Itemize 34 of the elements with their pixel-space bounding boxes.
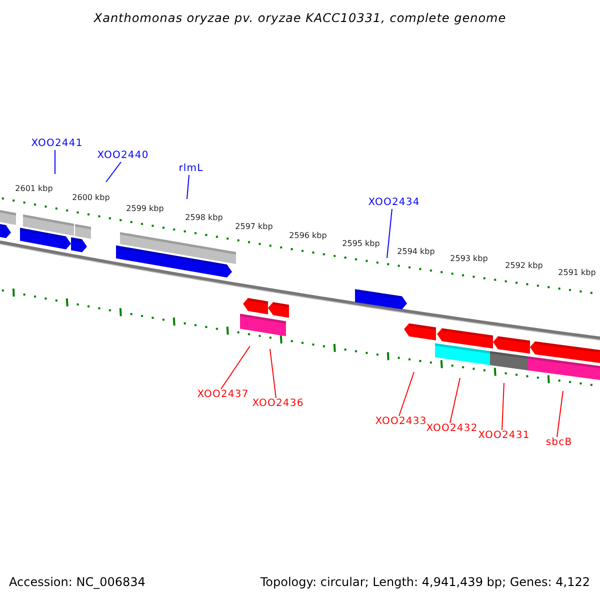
leader-line [502,382,504,430]
leader-line [386,208,392,258]
gene-label: sbcB [546,438,572,448]
scale-label: 2598 kbp [185,214,223,222]
leader-line [450,378,460,424]
scale-label: 2594 kbp [397,248,435,256]
gene-label: rlmL [178,164,204,174]
leader-line [556,390,564,438]
gene-label: XOO2441 [31,139,83,149]
gene-label: XOO2431 [478,431,530,441]
gene-label: XOO2436 [252,399,304,409]
scale-label: 2597 kbp [235,223,273,231]
scale-label: 2601 kbp [15,185,53,193]
leader-line [186,174,190,200]
footer-text: Accession: NC_006834 [9,576,146,588]
gene-label: XOO2434 [368,198,420,208]
leader-line [106,162,122,182]
scale-label: 2600 kbp [72,194,110,202]
scale-label: 2599 kbp [126,205,164,213]
scale-label: 2593 kbp [450,255,488,263]
scale-label: 2591 kbp [558,269,596,277]
scale-label: 2595 kbp [342,240,380,248]
gene-label: XOO2433 [375,417,427,427]
chart-title: Xanthomonas oryzae pv. oryzae KACC10331, complete genome [92,12,508,24]
scale-label: 2596 kbp [289,232,327,240]
leader-line [270,348,276,398]
leader-line [398,372,414,416]
gene-label: XOO2437 [197,390,249,400]
leader-line [54,150,56,174]
footer-text: Topology: circular; Length: 4,941,439 bp; Genes: 4,122 [260,576,590,588]
gene-label: XOO2440 [97,151,149,161]
gene-label: XOO2432 [426,424,478,434]
leader-line [220,346,250,390]
scale-label: 2592 kbp [505,262,543,270]
